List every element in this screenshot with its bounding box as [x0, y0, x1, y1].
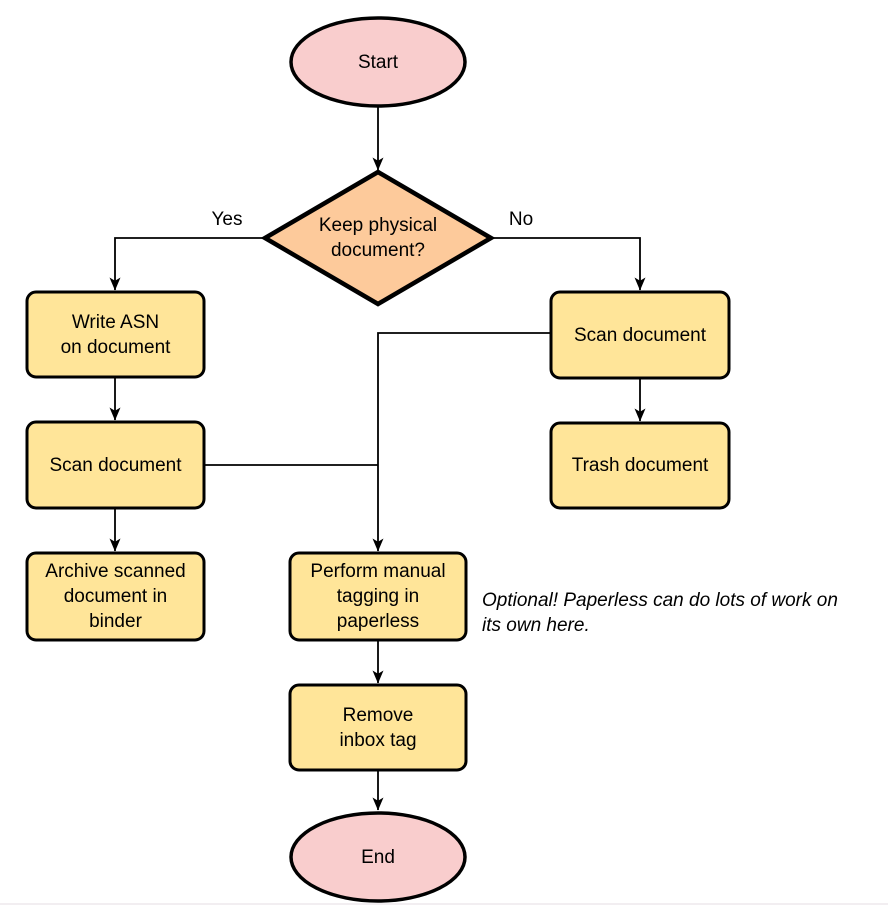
end-terminal-shape	[289, 811, 467, 903]
edge-scanright-to-tagging	[372, 332, 551, 552]
remove-inbox-label: Remove inbox tag	[339, 704, 417, 751]
edge-label-yes: Yes	[211, 209, 243, 230]
end-label: End	[361, 846, 395, 868]
tagging-label: Perform manual tagging in paperless	[310, 561, 446, 632]
scan-right-label: Scan document	[573, 324, 707, 346]
optional-note: Optional! Paperless can do lots of work …	[482, 590, 838, 636]
tagging-shape	[288, 551, 468, 642]
remove-inbox-shape	[288, 683, 468, 772]
archive-shape	[25, 551, 206, 642]
decision-diamond-shape	[260, 169, 496, 307]
trash-shape	[549, 421, 731, 510]
start-label: Start	[357, 51, 399, 73]
write-asn-shape	[25, 290, 206, 379]
write-asn-label: Write ASN on document	[60, 311, 171, 358]
edge-label-no: No	[508, 209, 534, 230]
edge-decision-no	[491, 237, 646, 291]
scan-right-shape	[549, 290, 731, 380]
start-terminal-shape	[289, 16, 467, 108]
edge-decision-yes	[109, 237, 265, 291]
scan-left-shape	[25, 420, 206, 510]
scan-left-label: Scan document	[49, 454, 182, 476]
bottom-divider	[0, 903, 888, 905]
archive-label: Archive scanned document in binder	[45, 561, 186, 632]
trash-label: Trash document	[571, 455, 709, 476]
decision-label: Keep physical document?	[318, 215, 438, 261]
